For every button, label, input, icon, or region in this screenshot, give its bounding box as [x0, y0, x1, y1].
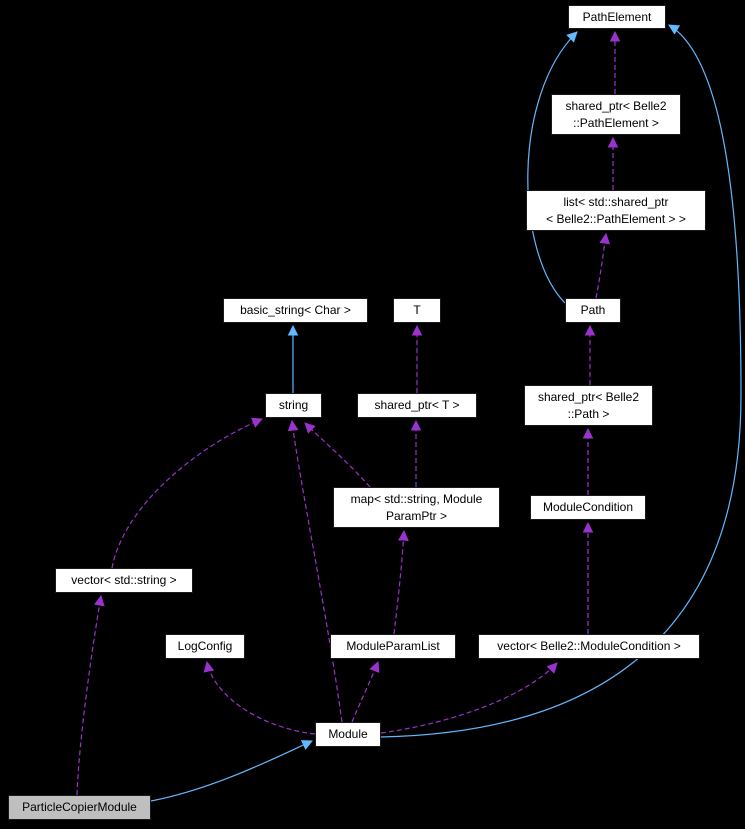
node-basic-string[interactable]: basic_string< Char >	[223, 298, 368, 323]
node-list-shared-ptr[interactable]: list< std::shared_ptr < Belle2::PathElem…	[526, 190, 706, 231]
edge-particlecopiermodule-vector_string	[76, 594, 105, 796]
node-moduleparamlist[interactable]: ModuleParamList	[330, 634, 456, 659]
edge-map_moduleparamptr-string	[304, 422, 371, 488]
node-shared-ptr-pathelement[interactable]: shared_ptr< Belle2 ::PathElement >	[551, 94, 681, 135]
node-modulecondition[interactable]: ModuleCondition	[530, 495, 646, 520]
node-shared-ptr-t[interactable]: shared_ptr< T >	[357, 393, 477, 418]
node-particlecopiermodule[interactable]: ParticleCopierModule	[8, 795, 151, 820]
edge-particlecopiermodule-module	[150, 740, 313, 802]
edge-module-vector_modulecondition	[380, 662, 558, 734]
edge-moduleparamlist-map_moduleparamptr	[393, 529, 409, 635]
edge-module-logconfig	[203, 660, 316, 735]
node-module[interactable]: Module	[315, 722, 381, 747]
node-vector-string[interactable]: vector< std::string >	[55, 568, 193, 593]
edge-module-string	[287, 419, 343, 723]
node-path[interactable]: Path	[565, 298, 621, 323]
edge-vector_string-string	[111, 417, 263, 569]
node-t[interactable]: T	[393, 298, 441, 323]
node-map-moduleparamptr[interactable]: map< std::string, Module ParamPtr >	[333, 487, 500, 528]
node-pathelement[interactable]: PathElement	[568, 5, 666, 29]
node-string[interactable]: string	[265, 393, 322, 418]
node-vector-modulecondition[interactable]: vector< Belle2::ModuleCondition >	[478, 634, 700, 659]
edge-path-list_shared_ptr	[595, 232, 611, 299]
edge-module-moduleparamlist	[351, 660, 380, 723]
edge-path-pathelement	[527, 31, 578, 304]
edge-module-pathelement	[380, 24, 742, 738]
node-shared-ptr-path[interactable]: shared_ptr< Belle2 ::Path >	[524, 385, 653, 426]
node-logconfig[interactable]: LogConfig	[165, 634, 245, 659]
